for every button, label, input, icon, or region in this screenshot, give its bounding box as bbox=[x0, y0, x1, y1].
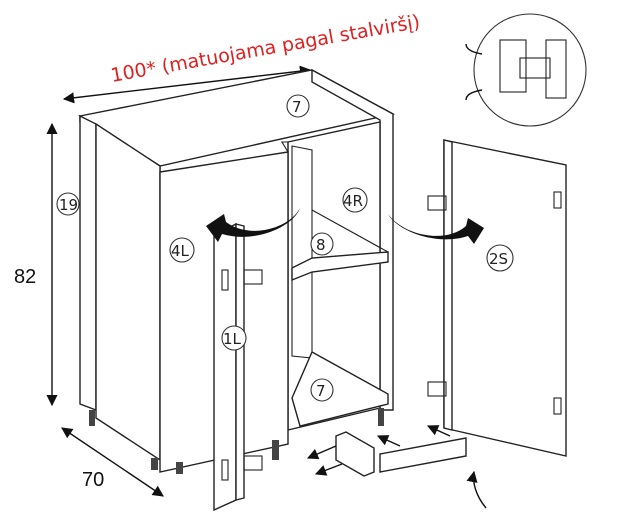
depth-arrow bbox=[61, 427, 164, 497]
part-labels: 7 19 4L 4R 8 1L 7 2S bbox=[56, 94, 514, 402]
depth-label: 70 bbox=[82, 469, 104, 491]
door-left bbox=[213, 222, 263, 512]
hinge-detail-inset bbox=[465, 13, 587, 127]
part-top-label: 7 bbox=[292, 98, 302, 116]
part-shelf-label: 8 bbox=[316, 236, 326, 254]
rotate-arrow-left bbox=[206, 208, 300, 242]
cabinet-feet bbox=[89, 408, 384, 474]
part-inner-left-label: 4L bbox=[171, 242, 190, 260]
rotate-arrow-right bbox=[388, 214, 484, 244]
part-door-left-label: 1L bbox=[223, 330, 242, 348]
part-inner-right-label: 4R bbox=[343, 192, 363, 210]
plinth-parts bbox=[335, 431, 467, 477]
door-right bbox=[427, 139, 567, 457]
height-label: 82 bbox=[14, 266, 36, 288]
width-arrow bbox=[62, 65, 312, 104]
assembly-arrows bbox=[306, 425, 487, 509]
part-side-left-label: 19 bbox=[59, 196, 78, 214]
part-bottom-label: 7 bbox=[316, 382, 326, 400]
part-door-right-label: 2S bbox=[489, 250, 508, 268]
